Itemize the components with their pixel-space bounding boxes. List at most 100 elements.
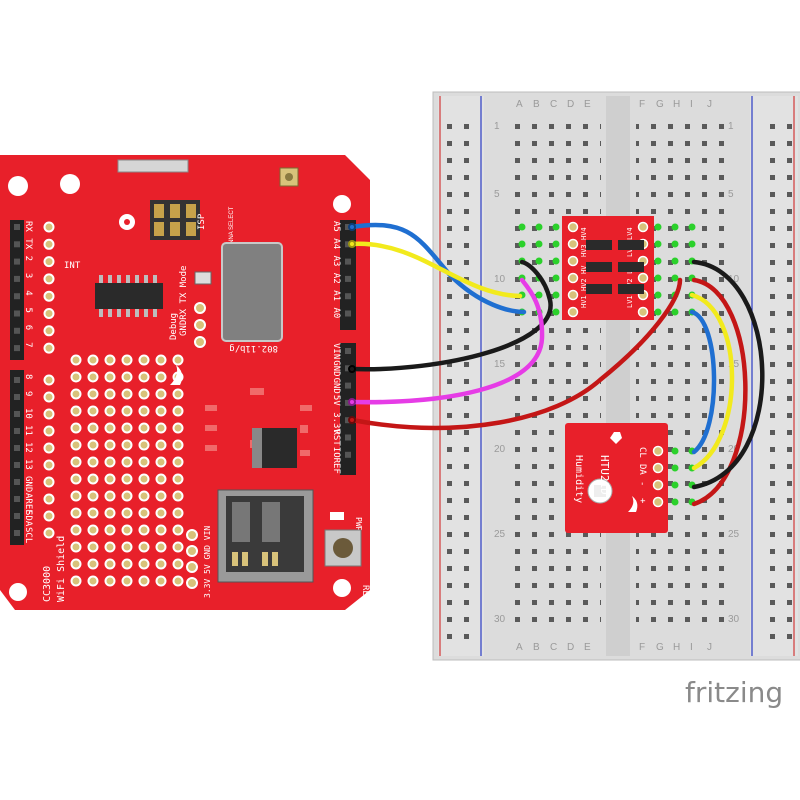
bottom-pins-label: 3.3V 5V GND VIN (203, 526, 212, 598)
proto-pad (104, 473, 116, 485)
shifter-label-top: HV4 (580, 227, 588, 240)
connected-hole (518, 223, 526, 231)
analog-label: A2 (331, 273, 341, 284)
proto-pad (172, 439, 184, 451)
reset-button[interactable] (324, 529, 362, 567)
column-letter: D (567, 642, 574, 653)
digital-header-lower (10, 370, 24, 545)
digital-header-upper (10, 220, 24, 360)
debug-pads (194, 302, 206, 348)
isp-label: ISP (197, 213, 207, 230)
column-letter: H (673, 99, 680, 110)
proto-pad (104, 490, 116, 502)
connected-hole (688, 223, 696, 231)
connected-hole (535, 223, 543, 231)
header-pin (345, 258, 351, 265)
cc3000-wifi-shield: ISP ANTENNA SELECT 802.11b/g GNDRX TX Mo… (0, 155, 370, 613)
proto-pad (155, 354, 167, 366)
connected-hole (671, 257, 679, 265)
header-pad (43, 425, 55, 437)
proto-pad (138, 541, 150, 553)
analog-label: A0 (331, 308, 341, 319)
header-pin (14, 275, 20, 282)
shifter-pin (567, 289, 579, 301)
proto-pad (138, 371, 150, 383)
pwr-label: PWR (354, 517, 363, 532)
connected-hole (671, 308, 679, 316)
header-label: 8 (23, 374, 33, 379)
flame-logo-icon (170, 365, 183, 385)
header-pad (43, 325, 55, 337)
sensor-pin-label: - (637, 481, 647, 486)
proto-pad (172, 507, 184, 519)
proto-pad (87, 354, 99, 366)
connected-hole (654, 291, 662, 299)
connected-hole (535, 291, 543, 299)
header-pin (345, 434, 351, 441)
proto-pad (155, 456, 167, 468)
proto-pad (172, 575, 184, 587)
row-number: 25 (494, 529, 506, 540)
connected-hole (671, 274, 679, 282)
proto-pad (138, 490, 150, 502)
row-number: 20 (728, 444, 740, 455)
power-label: VIN (331, 343, 341, 359)
analog-label: A3 (331, 256, 341, 267)
proto-pad (87, 524, 99, 536)
column-letter: C (550, 642, 557, 653)
proto-pad (155, 524, 167, 536)
analog-label: A4 (331, 238, 341, 249)
header-pin (345, 275, 351, 282)
header-pad (43, 408, 55, 420)
header-pad (43, 476, 55, 488)
header-label: 7 (23, 342, 33, 347)
power-label: RST (331, 430, 341, 447)
header-pad (43, 510, 55, 522)
column-letter: H (673, 642, 680, 653)
proto-pad (138, 439, 150, 451)
header-pin (345, 399, 351, 406)
ic-chip (95, 283, 163, 309)
proto-pad (138, 456, 150, 468)
shifter-pin (567, 255, 579, 267)
sensor-pin (652, 462, 664, 474)
proto-pad (70, 490, 82, 502)
proto-pad (121, 558, 133, 570)
proto-pad (87, 456, 99, 468)
board-name-line1: CC3000 (42, 566, 53, 602)
header-pin (14, 445, 20, 451)
voltage-regulator (262, 428, 297, 468)
proto-pad (172, 388, 184, 400)
level-shifter-transistors (586, 240, 644, 294)
connected-hole (654, 274, 662, 282)
header-pin (14, 327, 20, 334)
column-letter: D (567, 99, 574, 110)
proto-pad (104, 388, 116, 400)
proto-pad (172, 558, 184, 570)
proto-pad (104, 354, 116, 366)
proto-pad (138, 473, 150, 485)
row-number: 20 (494, 444, 506, 455)
shifter-label-bottom: LV1 (626, 295, 634, 308)
sensor-pin (652, 496, 664, 508)
header-pin (14, 293, 20, 300)
proto-pad (121, 541, 133, 553)
header-pin (14, 428, 20, 434)
flame-logo-icon (628, 496, 638, 512)
proto-pad (172, 456, 184, 468)
mode-label: GNDRX TX Mode (179, 266, 189, 336)
proto-pad (104, 405, 116, 417)
power-label: IOREF (331, 447, 341, 474)
proto-pad (70, 524, 82, 536)
header-pin (14, 224, 20, 230)
sensor-pin-label: DA (637, 464, 647, 475)
proto-pad (121, 524, 133, 536)
header-pad (43, 221, 55, 233)
header-pin (345, 293, 351, 300)
connected-hole (552, 274, 560, 282)
flame-gear-logo-icon (119, 214, 135, 230)
column-letter: A (516, 642, 523, 653)
